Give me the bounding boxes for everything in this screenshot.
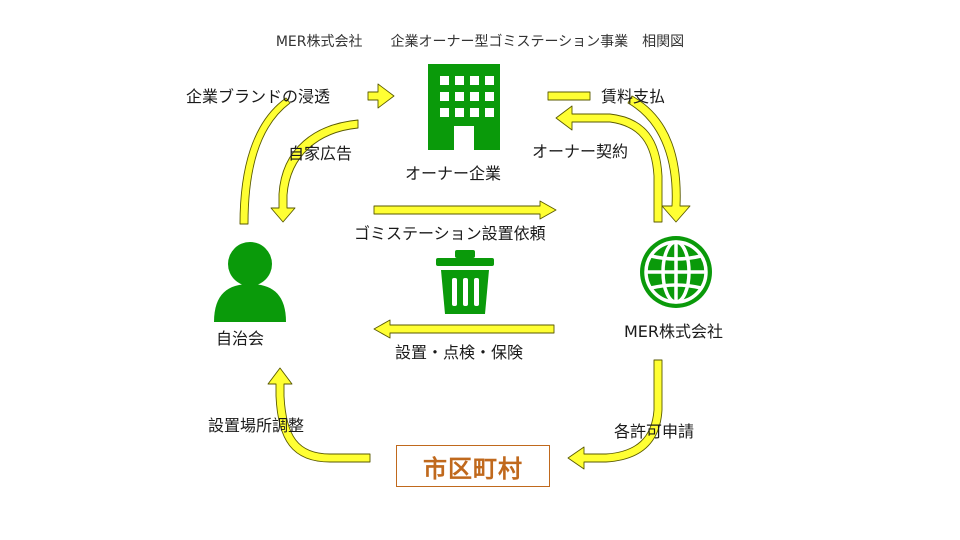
building-icon (428, 64, 500, 150)
arrow-permits (567, 359, 663, 470)
diagram-title: MER株式会社 企業オーナー型ゴミステーション事業 相関図 (275, 34, 685, 50)
arrow-station-request (373, 200, 557, 220)
label-rent: 賃料支払 (601, 87, 666, 106)
label-owner-contract: オーナー契約 (532, 142, 629, 161)
trash-can-icon (436, 250, 494, 314)
arrow-rent (547, 91, 591, 101)
label-station-request: ゴミステーション設置依頼 (354, 224, 546, 243)
label-own-ad: 自家広告 (288, 144, 353, 163)
arrow-brand (367, 83, 395, 109)
label-install: 設置・点検・保険 (395, 343, 524, 362)
label-brand: 企業ブランドの浸透 (186, 87, 331, 106)
arrow-rent-curve (627, 95, 691, 223)
label-permits: 各許可申請 (614, 422, 695, 441)
node-owner-company: オーナー企業 (405, 164, 502, 183)
arrow-brand-curve (239, 97, 291, 225)
arrow-install (373, 319, 555, 339)
person-icon (214, 242, 286, 322)
label-site-adjust: 設置場所調整 (208, 416, 305, 435)
arrow-own-ad (270, 119, 359, 223)
arrow-owner-contract (555, 105, 663, 223)
globe-icon (640, 236, 712, 308)
node-mer: MER株式会社 (624, 322, 724, 341)
arrow-site-adjust (267, 367, 371, 463)
node-city: 市区町村 (396, 445, 550, 487)
node-council: 自治会 (216, 329, 265, 348)
